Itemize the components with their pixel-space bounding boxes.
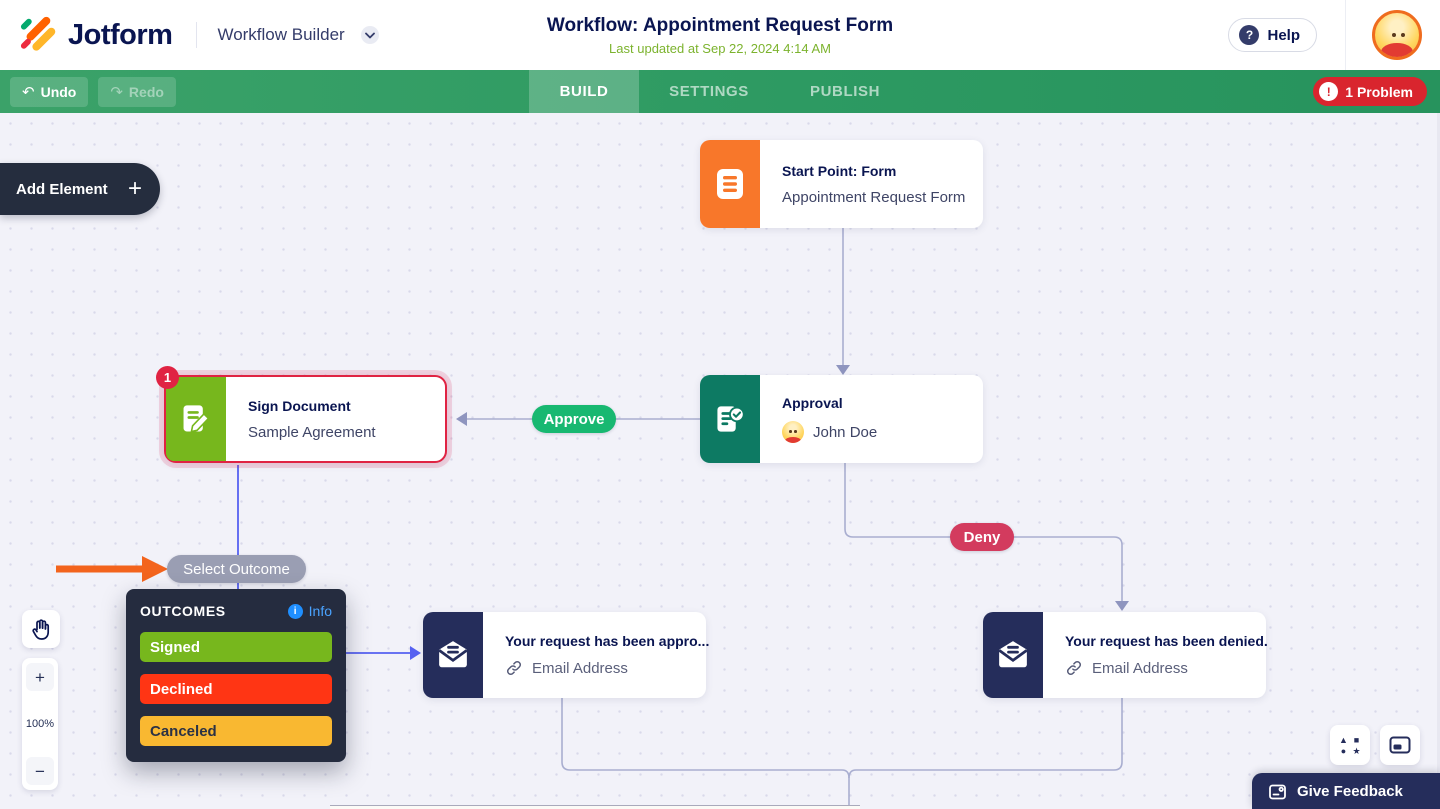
annotation-arrow xyxy=(56,556,168,582)
link-icon xyxy=(506,660,522,676)
arrowhead-right-email-approved xyxy=(410,646,421,660)
hand-icon xyxy=(32,619,50,640)
zoom-out-button[interactable]: − xyxy=(26,757,54,785)
sign-document-icon xyxy=(166,377,226,461)
link-icon xyxy=(1066,660,1082,676)
tab-publish[interactable]: PUBLISH xyxy=(779,70,911,113)
canvas-right-edge xyxy=(1437,113,1440,809)
jotform-logo-icon[interactable] xyxy=(18,15,58,55)
workflow-builder-dropdown[interactable]: Workflow Builder xyxy=(217,25,345,44)
header-divider xyxy=(196,22,198,48)
node-title: Approval xyxy=(782,395,843,411)
help-button[interactable]: ? Help xyxy=(1228,18,1317,52)
node-email-approved[interactable]: Your request has been appro... Email Add… xyxy=(423,612,710,698)
arrowhead-down-approval xyxy=(836,365,850,375)
feedback-icon xyxy=(1269,784,1286,799)
zoom-controls: + 100% − xyxy=(22,658,58,790)
node-title: Your request has been appro... xyxy=(505,633,710,649)
approval-icon xyxy=(700,375,760,463)
arrowhead-left-sign xyxy=(456,412,467,426)
assignee-avatar xyxy=(782,421,804,443)
email-icon xyxy=(423,612,483,698)
problem-label: 1 Problem xyxy=(1345,83,1413,100)
node-subtitle: Email Address xyxy=(1065,659,1268,677)
outcome-option-declined[interactable]: Declined xyxy=(140,674,332,704)
shapes-icon: ▲■●★ xyxy=(1339,734,1361,756)
undo-label: Undo xyxy=(40,83,77,100)
tab-settings[interactable]: SETTINGS xyxy=(639,70,779,113)
app-header: Jotform Workflow Builder Workflow: Appoi… xyxy=(0,0,1440,70)
info-label: Info xyxy=(308,603,332,619)
edge-label-approve[interactable]: Approve xyxy=(532,405,616,433)
error-count-badge: 1 xyxy=(156,366,179,389)
node-approval[interactable]: Approval John Doe xyxy=(700,375,983,463)
edge-label-deny[interactable]: Deny xyxy=(950,523,1014,551)
workflow-canvas[interactable]: Add Element + Start Point: Form Appointm… xyxy=(0,113,1440,809)
build-toolbar: ↶ Undo ↷ Redo BUILD SETTINGS PUBLISH ! 1… xyxy=(0,70,1440,113)
outcomes-panel: OUTCOMES i Info Signed Declined Canceled xyxy=(126,589,346,762)
undo-icon: ↶ xyxy=(22,83,35,101)
assignee-name: John Doe xyxy=(813,423,878,441)
plus-icon: + xyxy=(127,175,142,202)
elements-library-button[interactable]: ▲■●★ xyxy=(1330,725,1370,765)
node-email-denied[interactable]: Your request has been denied. Email Addr… xyxy=(983,612,1268,698)
redo-icon: ↷ xyxy=(110,83,123,101)
hand-tool-button[interactable] xyxy=(22,610,60,648)
user-avatar[interactable] xyxy=(1372,10,1422,60)
undo-button[interactable]: ↶ Undo xyxy=(10,76,89,107)
minimap-icon xyxy=(1389,736,1411,754)
partial-element-bottom xyxy=(330,805,860,809)
form-icon xyxy=(700,140,760,228)
give-feedback-button[interactable]: Give Feedback xyxy=(1252,773,1440,809)
problem-badge[interactable]: ! 1 Problem xyxy=(1313,77,1427,106)
zoom-level: 100% xyxy=(25,718,55,730)
email-icon xyxy=(983,612,1043,698)
tab-build[interactable]: BUILD xyxy=(529,70,639,113)
info-icon: i xyxy=(287,603,303,619)
feedback-label: Give Feedback xyxy=(1297,782,1403,800)
node-sign-document[interactable]: 1 Sign Document Sample Agreement xyxy=(156,366,447,463)
select-outcome-pill[interactable]: Select Outcome xyxy=(167,555,306,583)
outcome-option-signed[interactable]: Signed xyxy=(140,632,332,662)
node-subtitle: Sample Agreement xyxy=(248,423,376,441)
outcomes-title: OUTCOMES xyxy=(140,603,226,619)
add-element-button[interactable]: Add Element + xyxy=(0,163,160,215)
node-start-point[interactable]: Start Point: Form Appointment Request Fo… xyxy=(700,140,983,228)
node-title: Start Point: Form xyxy=(782,162,897,179)
node-title: Sign Document xyxy=(248,397,351,414)
exclamation-icon: ! xyxy=(1319,82,1339,101)
node-title: Your request has been denied. xyxy=(1065,633,1268,649)
node-subtitle: John Doe xyxy=(782,421,971,443)
info-link[interactable]: i Info xyxy=(287,603,332,619)
page-title: Workflow: Appointment Request Form xyxy=(546,14,894,36)
header-divider xyxy=(1345,0,1346,70)
question-icon: ? xyxy=(1239,25,1260,45)
add-element-label: Add Element xyxy=(16,180,108,198)
node-subtitle: Appointment Request Form xyxy=(782,188,966,206)
header-right: ? Help xyxy=(1228,0,1440,70)
header-left: Jotform Workflow Builder xyxy=(0,15,379,55)
outcome-option-canceled[interactable]: Canceled xyxy=(140,716,332,746)
email-field-label: Email Address xyxy=(1092,659,1188,677)
node-subtitle: Email Address xyxy=(505,659,709,677)
last-updated: Last updated at Sep 22, 2024 4:14 AM xyxy=(609,40,831,56)
redo-button[interactable]: ↷ Redo xyxy=(98,76,176,107)
chevron-down-icon[interactable] xyxy=(360,26,379,44)
help-label: Help xyxy=(1267,26,1300,44)
arrowhead-down-email-denied xyxy=(1115,601,1129,611)
brand-name[interactable]: Jotform xyxy=(68,18,173,51)
zoom-in-button[interactable]: + xyxy=(26,663,54,691)
minimap-button[interactable] xyxy=(1380,725,1420,765)
main-tabs: BUILD SETTINGS PUBLISH xyxy=(529,70,911,113)
redo-label: Redo xyxy=(128,83,164,100)
email-field-label: Email Address xyxy=(532,659,628,677)
